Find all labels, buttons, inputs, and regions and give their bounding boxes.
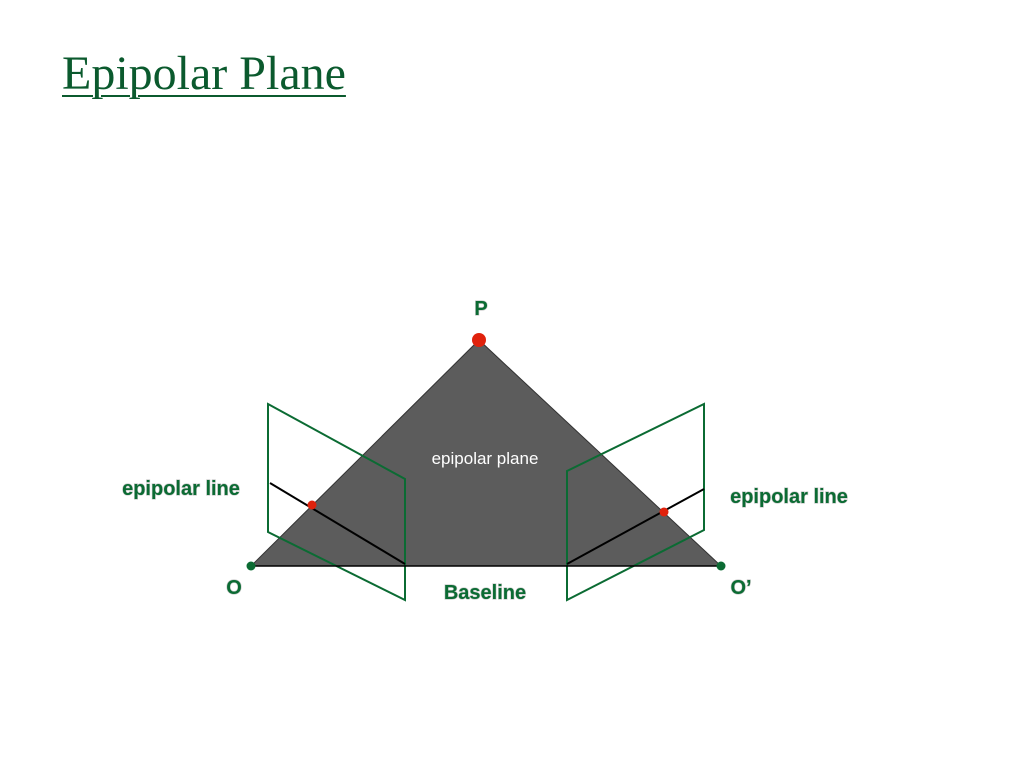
point-p-label: P (474, 298, 487, 320)
right-image-plane (566, 402, 705, 602)
left-epipolar-line-label: epipolar line (122, 478, 240, 500)
left-image-plane (267, 402, 406, 602)
right-camera-center-label: O’ (730, 577, 751, 599)
slide-title: Epipolar Plane (62, 47, 346, 100)
baseline-label: Baseline (444, 582, 526, 604)
right-image-point-marker (659, 507, 669, 517)
left-epipolar-line (269, 482, 406, 565)
right-camera-center-marker (716, 561, 726, 571)
right-epipolar-line (566, 488, 705, 565)
right-epipolar-line-label: epipolar line (730, 486, 848, 508)
left-camera-center-label: O (226, 577, 242, 599)
point-p-marker (472, 333, 486, 347)
epipolar-plane-label: epipolar plane (432, 449, 539, 468)
left-image-point-marker (307, 500, 317, 510)
left-camera-center-marker (246, 561, 256, 571)
